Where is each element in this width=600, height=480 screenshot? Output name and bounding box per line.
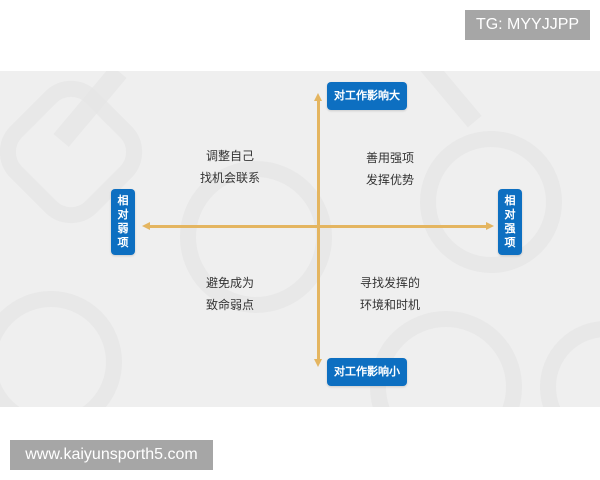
arrow-up-icon	[314, 93, 322, 101]
quadrant-top-left: 调整自己 找机会联系	[180, 145, 280, 189]
axis-label-char: 对	[504, 208, 516, 221]
axis-label-top: 对工作影响大	[327, 82, 407, 110]
watermark-shape	[416, 71, 482, 128]
axis-label-char: 相	[117, 194, 129, 207]
quadrant-bottom-left: 避免成为 致命弱点	[180, 272, 280, 316]
url-watermark-badge: www.kaiyunsporth5.com	[10, 440, 213, 470]
axis-label-right: 相 对 强 项	[498, 189, 522, 255]
quadrant-text-line: 致命弱点	[205, 298, 254, 312]
axis-label-char: 弱	[117, 222, 129, 235]
quadrant-top-right: 善用强项 发挥优势	[340, 147, 440, 191]
quadrant-text-line: 环境和时机	[359, 298, 420, 312]
arrow-down-icon	[314, 359, 322, 367]
axis-label-left: 相 对 弱 项	[111, 189, 135, 255]
quadrant-text-line: 寻找发挥的	[359, 276, 420, 290]
axis-label-bottom: 对工作影响小	[327, 358, 407, 386]
axis-label-char: 强	[504, 222, 516, 235]
quadrant-text-line: 避免成为	[205, 276, 254, 290]
quadrant-bottom-right: 寻找发挥的 环境和时机	[340, 272, 440, 316]
quadrant-text-line: 发挥优势	[365, 173, 414, 187]
axis-label-char: 对	[117, 208, 129, 221]
quadrant-text-line: 善用强项	[365, 151, 414, 165]
arrow-right-icon	[486, 222, 494, 230]
quadrant-text-line: 找机会联系	[199, 171, 260, 185]
axis-label-char: 项	[504, 236, 516, 249]
axis-label-char: 相	[504, 194, 516, 207]
watermark-shape	[420, 131, 562, 273]
quadrant-text-line: 调整自己	[205, 149, 254, 163]
watermark-shape	[0, 291, 122, 407]
vertical-axis	[317, 99, 320, 361]
axis-label-char: 项	[117, 236, 129, 249]
watermark-shape	[540, 321, 600, 407]
quadrant-diagram: 对工作影响大 对工作影响小 相 对 弱 项 相 对 强 项 调整自己 找机会联系…	[0, 71, 600, 407]
arrow-left-icon	[142, 222, 150, 230]
tag-watermark-badge: TG: MYYJJPP	[465, 10, 590, 40]
horizontal-axis	[148, 225, 488, 228]
